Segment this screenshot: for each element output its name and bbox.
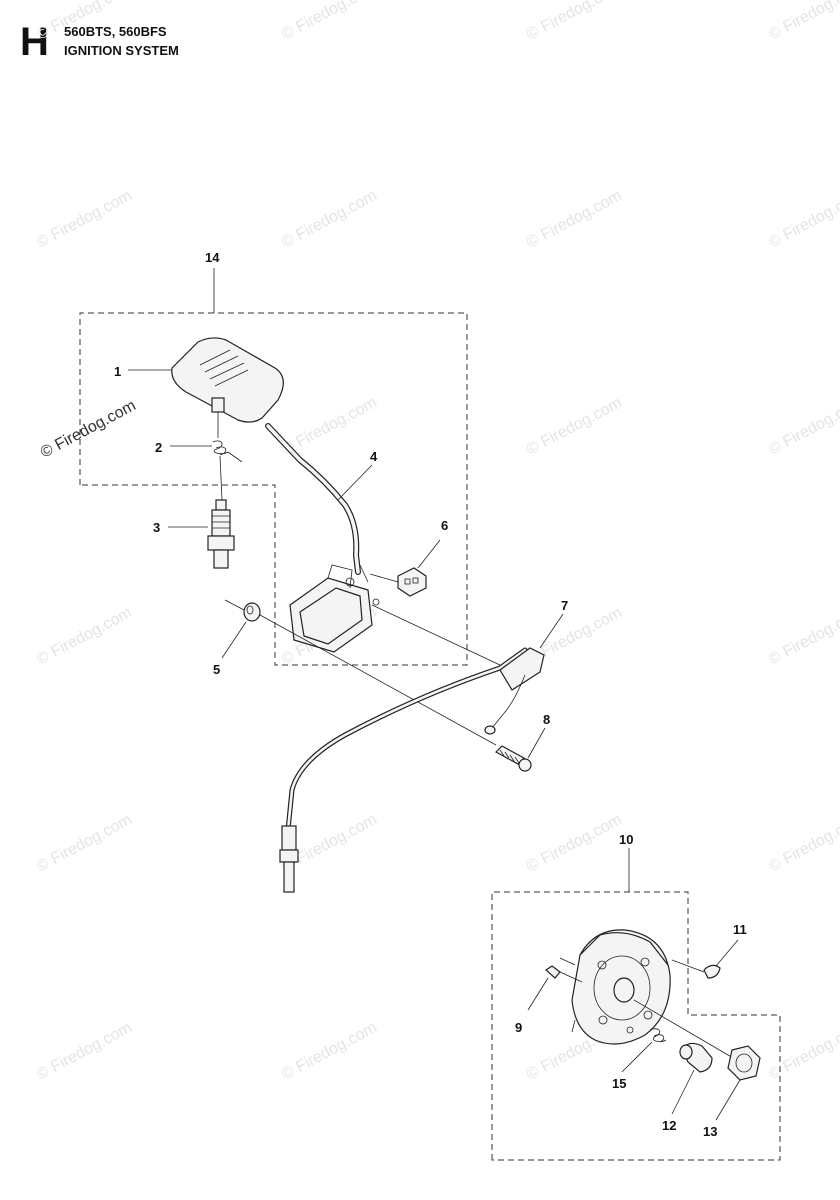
assembly-line (633, 999, 741, 1063)
watermark: © Firedog.com (34, 0, 135, 44)
leader-8 (527, 727, 546, 759)
model-label: 560BTS, 560BFS (64, 24, 167, 39)
callout-7: 7 (561, 598, 568, 613)
watermark: © Firedog.com (524, 0, 625, 44)
watermark: © Firedog.com (279, 1019, 380, 1083)
spark-plug (207, 499, 235, 569)
watermark: © Firedog.com (34, 1019, 135, 1083)
pawl-spring (649, 1028, 667, 1043)
callout-11: 11 (733, 922, 747, 937)
watermark: © Firedog.com (524, 811, 625, 875)
assembly-line (224, 599, 245, 611)
callout-5: 5 (213, 662, 220, 677)
assembly-line (671, 959, 705, 973)
ignition-lead (265, 423, 361, 575)
watermark: © Firedog.com (766, 394, 840, 458)
watermark-dark: © Firedog.com (38, 397, 139, 461)
watermark: © Firedog.com (524, 187, 625, 251)
watermark: © Firedog.com (766, 604, 840, 668)
watermark: © Firedog.com (34, 187, 135, 251)
callout-10: 10 (619, 832, 633, 847)
ignition-module (289, 564, 380, 653)
page-title: IGNITION SYSTEM (64, 43, 179, 58)
watermark-group: © Firedog.com © Firedog.com © Firedog.co… (34, 0, 840, 1084)
watermark: © Firedog.com (766, 0, 840, 44)
short-circuit-cable (279, 647, 545, 893)
callout-2: 2 (155, 440, 162, 455)
flywheel-nut (727, 1045, 761, 1081)
watermark: © Firedog.com (524, 394, 625, 458)
leader-9 (527, 977, 549, 1011)
axis-line (219, 455, 223, 501)
assembly-line (371, 604, 501, 666)
assembly-line (369, 573, 399, 583)
watermark: © Firedog.com (279, 394, 380, 458)
spark-plug-cap (171, 337, 284, 423)
lead-clip (397, 567, 427, 597)
leader-5 (221, 621, 247, 659)
group-14-outline (79, 312, 468, 666)
leader-12 (671, 1069, 695, 1115)
leader-6 (417, 539, 441, 569)
leader-4 (337, 464, 373, 501)
callout-3: 3 (153, 520, 160, 535)
callout-12: 12 (662, 1118, 676, 1133)
watermark: © Firedog.com (766, 187, 840, 251)
callout-15: 15 (612, 1076, 626, 1091)
spring (212, 440, 243, 463)
leader-7 (539, 613, 564, 649)
spacer (243, 602, 261, 622)
leader-13 (715, 1079, 741, 1121)
callout-1: 1 (114, 364, 121, 379)
flywheel (559, 929, 671, 1045)
group-10-outline (491, 891, 781, 1161)
watermark: © Firedog.com (766, 1019, 840, 1083)
callout-13: 13 (703, 1124, 717, 1139)
woodruff-key (703, 964, 721, 979)
section-letter: H (20, 20, 49, 64)
pawl-bolt (679, 1042, 713, 1073)
callout-6: 6 (441, 518, 448, 533)
screw (495, 745, 532, 772)
callout-14: 14 (205, 250, 220, 265)
callout-8: 8 (543, 712, 550, 727)
watermark: © Firedog.com (279, 187, 380, 251)
leader-15 (621, 1041, 653, 1073)
watermark: © Firedog.com (279, 0, 380, 44)
callout-9: 9 (515, 1020, 522, 1035)
pawl (545, 965, 583, 983)
assembly-line (259, 614, 497, 746)
watermark: © Firedog.com (766, 811, 840, 875)
leader-11 (715, 939, 739, 967)
callout-4: 4 (370, 449, 378, 464)
watermark: © Firedog.com (34, 604, 135, 668)
watermark: © Firedog.com (34, 811, 135, 875)
